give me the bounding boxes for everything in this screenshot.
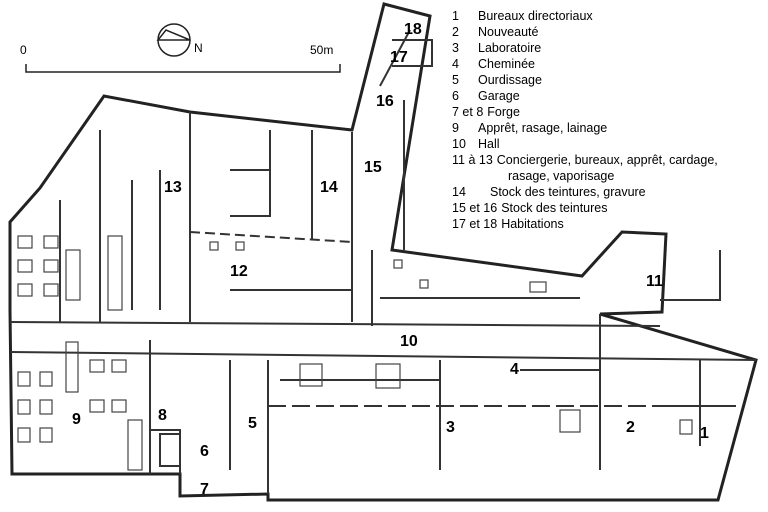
legend-key: 11 à 13	[452, 153, 493, 167]
room-label-2: 2	[626, 419, 635, 436]
scale-end-label: 50m	[310, 43, 333, 57]
legend-item-10: 10 Hall	[452, 136, 718, 152]
legend-item-1: 1 Bureaux directoriaux	[452, 8, 718, 24]
legend-label: Forge	[487, 105, 520, 119]
legend-key: 1	[452, 9, 459, 23]
legend-label: Habitations	[501, 217, 564, 231]
room-label-1: 1	[700, 425, 709, 442]
legend-key: 14	[452, 185, 466, 199]
legend-label: Stock des teintures, gravure	[490, 185, 646, 199]
room-label-12: 12	[230, 263, 248, 280]
legend-key: 4	[452, 57, 459, 71]
legend-label: Nouveauté	[478, 25, 539, 39]
legend-label: Stock des teintures	[501, 201, 608, 215]
legend-item-2: 2 Nouveauté	[452, 24, 718, 40]
legend: 1 Bureaux directoriaux 2 Nouveauté 3 Labora…	[452, 8, 718, 232]
room-label-18: 18	[404, 21, 422, 38]
scale-bar: 0 50m	[20, 43, 341, 73]
room-label-11: 11	[646, 273, 663, 290]
legend-key: 2	[452, 25, 459, 39]
room-label-8: 8	[158, 407, 167, 424]
legend-key: 15 et 16	[452, 201, 498, 215]
legend-item-11-cont: rasage, vaporisage	[452, 168, 718, 184]
legend-label-cont: rasage, vaporisage	[508, 169, 615, 183]
equipment-blocks	[17, 235, 693, 471]
room-labels: 1 2 3 4 5 6 7 8 9 10 11 12 13 14 15 16 1…	[72, 21, 709, 498]
legend-label: Garage	[478, 89, 520, 103]
room-label-7: 7	[200, 481, 209, 498]
legend-item-3: 3 Laboratoire	[452, 40, 718, 56]
room-label-15: 15	[364, 159, 382, 176]
room-label-9: 9	[72, 411, 81, 428]
legend-item-6: 6 Garage	[452, 88, 718, 104]
legend-label: Bureaux directoriaux	[478, 9, 593, 23]
room-label-13: 13	[164, 179, 182, 196]
room-label-17: 17	[390, 49, 408, 66]
room-label-4: 4	[510, 361, 519, 378]
legend-key: 9	[452, 121, 459, 135]
legend-label: Hall	[478, 137, 500, 151]
legend-item-4: 4 Cheminée	[452, 56, 718, 72]
legend-item-14: 14 Stock des teintures, gravure	[452, 184, 718, 200]
legend-label: Laboratoire	[478, 41, 542, 55]
room-label-16: 16	[376, 93, 394, 110]
legend-label: Apprêt, rasage, lainage	[478, 121, 608, 135]
scale-start-label: 0	[20, 43, 27, 57]
legend-label: Cheminée	[478, 57, 535, 71]
north-label: N	[194, 41, 203, 55]
legend-item-5: 5 Ourdissage	[452, 72, 718, 88]
building-outline	[8, 2, 758, 502]
legend-label: Ourdissage	[478, 73, 542, 87]
room-label-5: 5	[248, 415, 257, 432]
legend-key: 5	[452, 73, 459, 87]
room-label-3: 3	[446, 419, 455, 436]
legend-item-9: 9 Apprêt, rasage, lainage	[452, 120, 718, 136]
interior-walls	[9, 29, 757, 494]
legend-key: 3	[452, 41, 459, 55]
legend-key: 17 et 18	[452, 217, 498, 231]
room-label-6: 6	[200, 443, 209, 460]
room-label-14: 14	[320, 179, 338, 196]
legend-key: 7 et 8	[452, 105, 484, 119]
legend-key: 10	[452, 137, 466, 151]
legend-key: 6	[452, 89, 459, 103]
north-arrow-icon: N	[156, 23, 203, 57]
room-label-10: 10	[400, 333, 418, 350]
legend-label: Conciergerie, bureaux, apprêt, cardage,	[496, 153, 718, 167]
